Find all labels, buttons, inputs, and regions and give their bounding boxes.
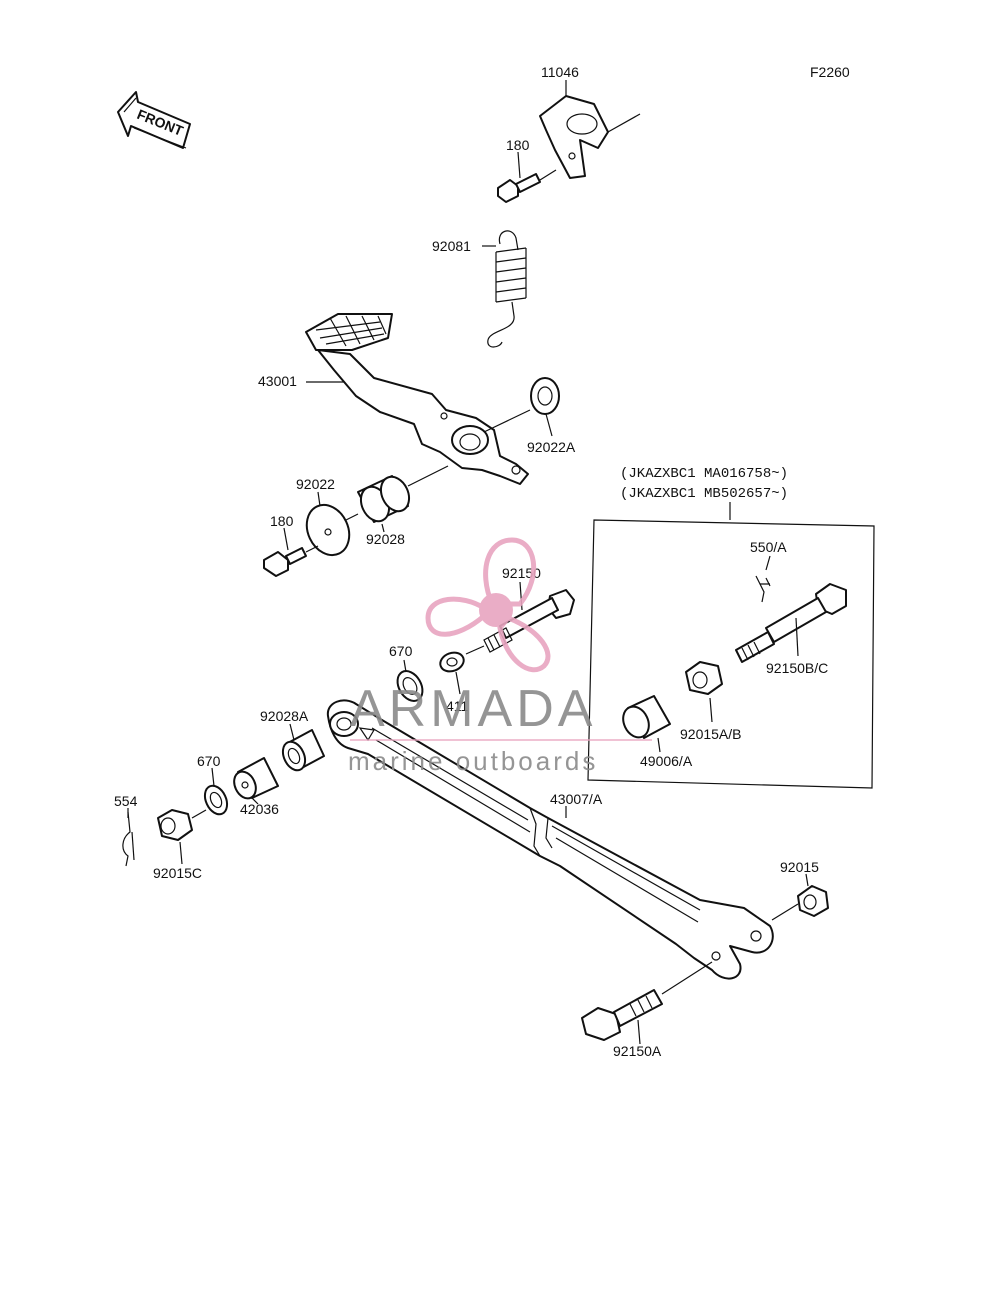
- watermark-brand: ARMADA: [350, 680, 596, 738]
- label-92028A: 92028A: [260, 708, 309, 724]
- nut-92015C: [157, 809, 207, 841]
- label-670-top: 670: [389, 643, 413, 659]
- variant-box: [587, 519, 875, 789]
- propeller-logo-icon: [425, 537, 551, 673]
- watermark-logo: ARMADA marine outboards: [348, 537, 652, 776]
- label-180-mid: 180: [270, 513, 294, 529]
- label-43001: 43001: [258, 373, 297, 389]
- label-92015AB: 92015A/B: [680, 726, 742, 742]
- label-180-top: 180: [506, 137, 530, 153]
- nut-92015: [771, 885, 829, 921]
- washer-670-top: [396, 670, 424, 702]
- label-11046: 11046: [541, 64, 579, 80]
- label-92150A: 92150A: [613, 1043, 662, 1059]
- label-92022: 92022: [296, 476, 335, 492]
- label-92150BC: 92150B/C: [766, 660, 828, 676]
- collar-92028A: [281, 729, 325, 772]
- brake-pedal-43001: [305, 313, 531, 485]
- washer-670-low: [203, 784, 229, 816]
- rod-43007A: [326, 699, 774, 980]
- washer-92022: [305, 503, 359, 557]
- spring-92081: [487, 230, 527, 348]
- front-arrow-icon: FRONT: [117, 91, 191, 149]
- bolt-180-mid: [263, 545, 319, 577]
- collar-49006A: [622, 695, 671, 739]
- label-92022A: 92022A: [527, 439, 576, 455]
- cotter-pin-550A: [755, 575, 771, 603]
- label-42036: 42036: [240, 801, 279, 817]
- label-550A: 550/A: [750, 539, 787, 555]
- cotter-pin-554: [122, 811, 135, 867]
- nut-92015AB: [685, 661, 723, 695]
- label-554: 554: [114, 793, 138, 809]
- label-92081: 92081: [432, 238, 471, 254]
- label-49006A: 49006/A: [640, 753, 693, 769]
- label-670-low: 670: [197, 753, 221, 769]
- washer-411: [439, 651, 465, 673]
- collar-42036: [233, 757, 279, 800]
- label-92015: 92015: [780, 859, 819, 875]
- label-92028: 92028: [366, 531, 405, 547]
- variant-note-line2: (JKAZXBC1 MB502657~): [620, 486, 788, 502]
- watermark-tagline: marine outboards: [348, 746, 598, 776]
- variant-note-line1: (JKAZXBC1 MA016758~): [620, 466, 788, 482]
- bolt-180-top: [497, 169, 557, 203]
- label-43007A: 43007/A: [550, 791, 603, 807]
- bolt-92150: [465, 589, 575, 655]
- label-92015C: 92015C: [153, 865, 202, 881]
- bolt-92150BC: [735, 583, 847, 663]
- bolt-92150A: [581, 961, 713, 1041]
- figure-code: F2260: [810, 64, 850, 80]
- washer-92022A: [530, 377, 560, 415]
- bracket-11046: [539, 95, 641, 179]
- collar-92028: [357, 465, 449, 523]
- label-411: 411: [446, 698, 469, 714]
